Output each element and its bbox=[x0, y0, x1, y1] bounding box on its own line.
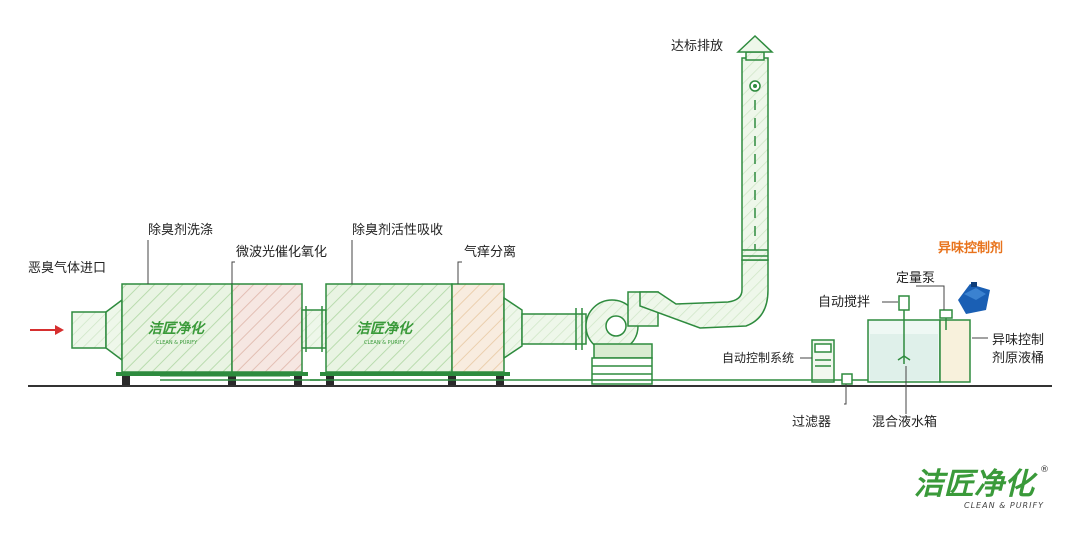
inlet-arrow bbox=[30, 325, 64, 335]
label-barrel-line1: 异味控制 bbox=[992, 333, 1044, 348]
mixing-tank bbox=[867, 295, 941, 383]
svg-text:洁匠净化: 洁匠净化 bbox=[356, 320, 414, 337]
label-filter: 过滤器 bbox=[792, 415, 831, 430]
svg-text:CLEAN & PURIFY: CLEAN & PURIFY bbox=[156, 340, 198, 346]
agent-barrel-tank bbox=[939, 309, 971, 383]
unit2-logo: 洁匠净化 CLEAN & PURIFY bbox=[356, 320, 414, 346]
label-agent: 异味控制剂 bbox=[938, 240, 1003, 256]
inlet-duct bbox=[71, 298, 123, 362]
label-inlet: 恶臭气体进口 bbox=[28, 260, 106, 276]
unit-connector bbox=[301, 306, 327, 352]
svg-text:CLEAN & PURIFY: CLEAN & PURIFY bbox=[364, 340, 406, 346]
fan-inlet-duct bbox=[521, 308, 587, 350]
exhaust-stack bbox=[639, 34, 774, 329]
label-pump: 定量泵 bbox=[896, 271, 935, 286]
brand-logo-registered: ® bbox=[1040, 465, 1049, 475]
wash-scrubber-unit bbox=[116, 283, 308, 385]
label-separate: 气痒分离 bbox=[464, 244, 516, 260]
label-barrel-line2: 剂原液桶 bbox=[992, 351, 1044, 366]
agent-barrel-icon bbox=[958, 282, 990, 314]
label-stir: 自动搅拌 bbox=[818, 294, 870, 310]
control-cabinet bbox=[811, 339, 835, 383]
label-discharge: 达标排放 bbox=[671, 39, 723, 54]
liquid-pipes bbox=[160, 373, 868, 385]
label-wash: 除臭剂洗涤 bbox=[148, 223, 213, 238]
svg-text:洁匠净化: 洁匠净化 bbox=[148, 320, 206, 337]
brand-logo: 洁匠净化 ® CLEAN & PURIFY bbox=[914, 465, 1049, 510]
pointer-lines bbox=[147, 240, 988, 414]
label-control: 自动控制系统 bbox=[722, 351, 794, 365]
label-microwave: 微波光催化氧化 bbox=[236, 245, 327, 260]
adsorb-unit bbox=[320, 283, 523, 385]
brand-logo-mark: 洁匠净化 bbox=[914, 467, 1038, 502]
label-adsorb: 除臭剂活性吸收 bbox=[352, 223, 443, 238]
brand-logo-sub: CLEAN & PURIFY bbox=[964, 501, 1044, 510]
label-tank: 混合液水箱 bbox=[872, 414, 937, 430]
unit1-logo: 洁匠净化 CLEAN & PURIFY bbox=[148, 320, 206, 346]
